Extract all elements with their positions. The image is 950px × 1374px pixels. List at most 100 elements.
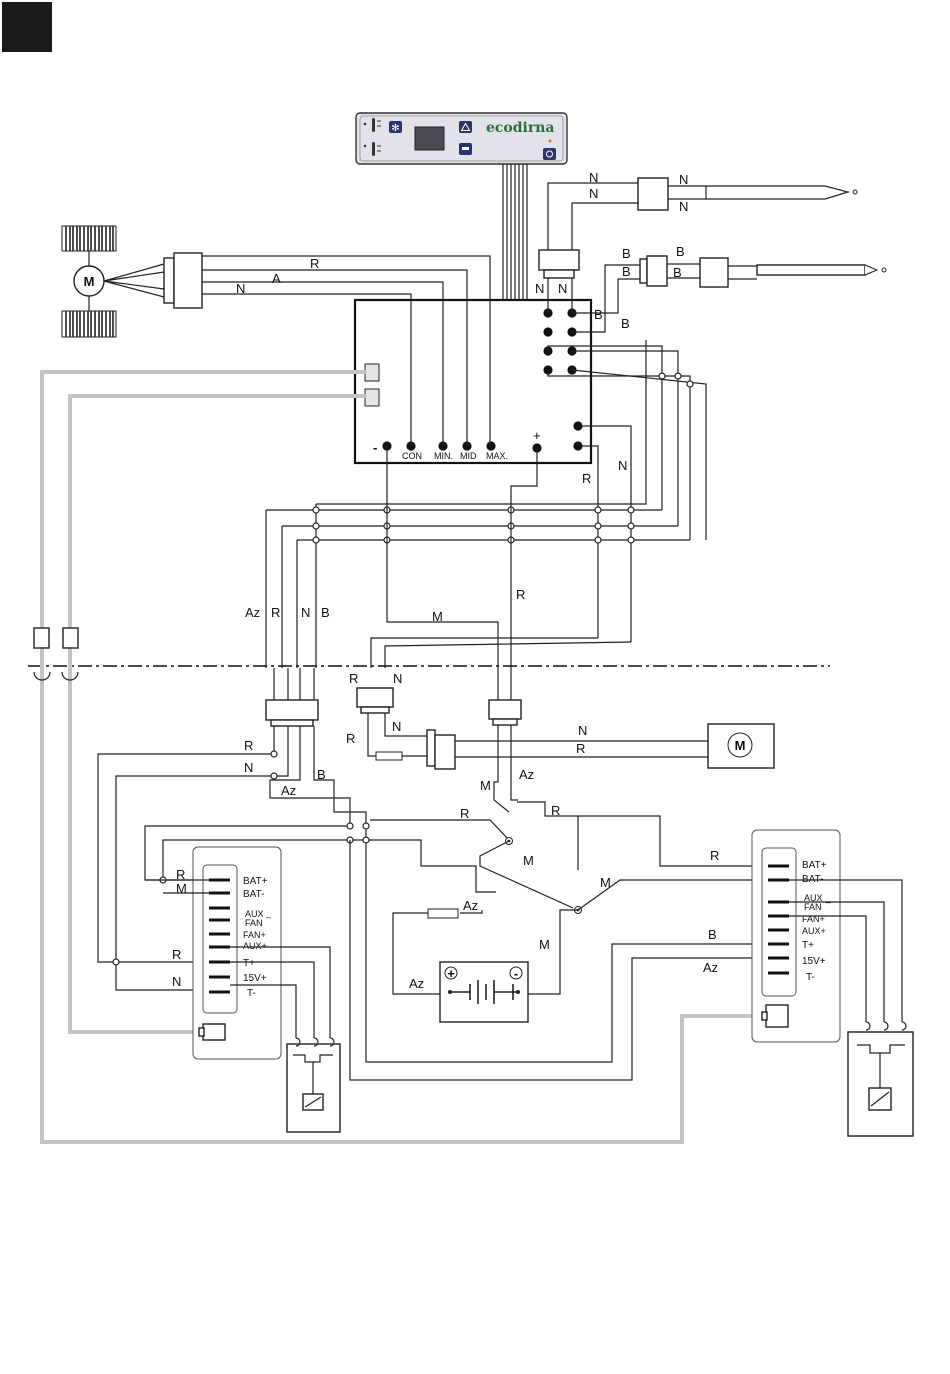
svg-text:+: + <box>447 966 455 981</box>
svg-text:Az: Az <box>703 960 718 975</box>
svg-text:R: R <box>516 587 525 602</box>
svg-text:N: N <box>679 199 688 214</box>
svg-text:BAT+: BAT+ <box>243 876 268 887</box>
svg-text:B: B <box>708 927 717 942</box>
svg-text:T+: T+ <box>802 940 814 951</box>
svg-text:+: + <box>533 428 541 443</box>
svg-text:15V+: 15V+ <box>243 973 267 984</box>
svg-text:M: M <box>735 738 746 753</box>
svg-text:R: R <box>551 803 560 818</box>
svg-text:AUX+: AUX+ <box>243 941 267 951</box>
svg-text:Az: Az <box>245 605 260 620</box>
svg-text:R: R <box>710 848 719 863</box>
svg-text:Az: Az <box>463 898 478 913</box>
svg-text:CON: CON <box>402 451 422 461</box>
probe-2 <box>572 256 886 332</box>
right-connector <box>489 668 521 725</box>
board-socket-1 <box>365 364 379 381</box>
svg-text:BAT+: BAT+ <box>802 860 827 871</box>
svg-text:15V+: 15V+ <box>802 956 826 967</box>
right-relay <box>848 1022 913 1136</box>
svg-text:N: N <box>244 760 253 775</box>
svg-text:-: - <box>373 440 377 455</box>
svg-text:M: M <box>600 875 611 890</box>
svg-text:MIN.: MIN. <box>434 451 453 461</box>
page-marker <box>2 2 52 52</box>
svg-text:B: B <box>622 264 631 279</box>
svg-text:R: R <box>310 256 319 271</box>
left-controller: BAT+ BAT- AUX FAN – FAN+ AUX+ T+ 15V+ T- <box>193 847 281 1059</box>
svg-text:R: R <box>176 867 185 882</box>
svg-text:N: N <box>172 974 181 989</box>
svg-text:N: N <box>393 671 402 686</box>
left-relay <box>287 1038 340 1132</box>
svg-text:R: R <box>172 947 181 962</box>
svg-text:M: M <box>84 274 95 289</box>
svg-text:N: N <box>679 172 688 187</box>
fan-motor-icon: M <box>74 266 104 296</box>
svg-text:MID: MID <box>460 451 477 461</box>
svg-text:M: M <box>523 853 534 868</box>
svg-text:B: B <box>673 265 682 280</box>
evaporator-fan: M <box>62 226 202 337</box>
svg-text:AUX+: AUX+ <box>802 926 826 936</box>
svg-text:N: N <box>236 281 245 296</box>
board-socket-2 <box>365 389 379 406</box>
svg-text:N: N <box>578 723 587 738</box>
svg-text:FAN: FAN <box>245 918 263 928</box>
svg-text:M: M <box>480 778 491 793</box>
fuse-1 <box>376 752 402 760</box>
snowflake-button[interactable]: ✻ <box>389 121 402 134</box>
panel-cable <box>503 164 527 300</box>
svg-text:-: - <box>514 966 518 981</box>
power-button[interactable] <box>543 148 556 160</box>
svg-text:FAN+: FAN+ <box>243 930 266 940</box>
svg-text:R: R <box>244 738 253 753</box>
svg-text:FAN: FAN <box>804 902 822 912</box>
fan-blade-bottom <box>62 311 116 337</box>
brand-logo: ecodirna <box>486 120 555 136</box>
fan-blade-top <box>62 226 116 251</box>
display-screen <box>415 127 444 150</box>
condenser-fan: M <box>708 724 774 768</box>
svg-text:N: N <box>392 719 401 734</box>
svg-text:✻: ✻ <box>391 123 399 134</box>
svg-text:N: N <box>618 458 627 473</box>
svg-text:R: R <box>271 605 280 620</box>
fuse-2 <box>428 909 458 918</box>
svg-text:MAX.: MAX. <box>486 451 508 461</box>
svg-text:Az: Az <box>281 783 296 798</box>
svg-text:B: B <box>594 307 603 322</box>
svg-text:Az: Az <box>519 767 534 782</box>
main-board: - + CON MIN. MID MAX. <box>355 300 591 463</box>
svg-text:R: R <box>346 731 355 746</box>
svg-text:A: A <box>272 271 281 286</box>
right-controller: BAT+ BAT- AUX FAN – FAN+ AUX+ T+ 15V+ T- <box>752 830 840 1042</box>
svg-text:N: N <box>535 281 544 296</box>
svg-text:T-: T- <box>806 972 815 983</box>
up-button[interactable] <box>459 121 472 133</box>
svg-text:B: B <box>317 767 326 782</box>
svg-text:R: R <box>576 741 585 756</box>
probe-1 <box>539 178 857 313</box>
svg-text:T+: T+ <box>243 958 255 969</box>
svg-text:R: R <box>349 671 358 686</box>
svg-text:B: B <box>321 605 330 620</box>
battery: + - <box>440 962 528 1022</box>
svg-text:BAT-: BAT- <box>243 889 264 900</box>
svg-text:–: – <box>266 912 271 922</box>
svg-text:N: N <box>589 170 598 185</box>
control-panel: ✻ ecodirna <box>356 113 567 164</box>
svg-text:B: B <box>621 316 630 331</box>
svg-text:R: R <box>460 806 469 821</box>
svg-text:Az: Az <box>409 976 424 991</box>
svg-text:M: M <box>176 881 187 896</box>
down-button[interactable] <box>459 143 472 155</box>
svg-text:N: N <box>301 605 310 620</box>
svg-text:M: M <box>539 937 550 952</box>
mid-connector <box>357 688 393 713</box>
svg-text:N: N <box>558 281 567 296</box>
svg-text:T-: T- <box>247 988 256 999</box>
svg-text:N: N <box>589 186 598 201</box>
